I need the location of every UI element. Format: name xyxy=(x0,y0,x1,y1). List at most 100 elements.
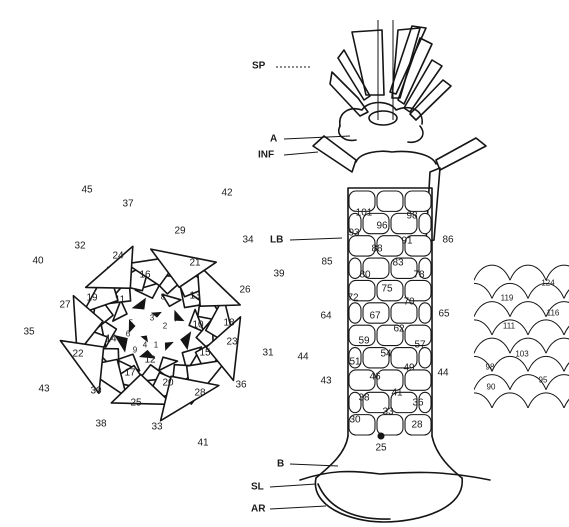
inset-scale-12 xyxy=(456,320,492,335)
spiral-label-9: 9 xyxy=(133,346,138,355)
spiral-label-27: 27 xyxy=(59,300,71,311)
spiral-label-11: 11 xyxy=(115,295,126,306)
spiral-label-44: 44 xyxy=(297,352,309,363)
stro-scale-17 xyxy=(349,303,361,323)
spiral-label-15: 15 xyxy=(199,348,211,359)
stro-scale-27 xyxy=(419,348,431,368)
inset-label-116: 116 xyxy=(547,309,560,318)
inset-label-98: 98 xyxy=(486,363,495,372)
inset-label-103: 103 xyxy=(515,350,529,359)
stro-label-51: 51 xyxy=(349,357,361,368)
label-lb: LB xyxy=(270,235,283,246)
spiral-label-16: 16 xyxy=(139,270,151,281)
annulus xyxy=(339,103,423,143)
spiral-label-1: 1 xyxy=(154,341,159,350)
spiral-label-14: 14 xyxy=(105,334,117,345)
spiral-label-36: 36 xyxy=(235,380,247,391)
stro-label-44: 44 xyxy=(437,368,449,379)
stro-label-38: 38 xyxy=(358,393,370,404)
spiral-label-6: 6 xyxy=(126,330,131,339)
spiral-label-26: 26 xyxy=(239,285,251,296)
inset-scale-21 xyxy=(492,356,528,371)
stro-scale-20 xyxy=(419,303,431,323)
spiral-label-17: 17 xyxy=(124,368,136,379)
stro-label-25: 25 xyxy=(375,443,387,454)
stro-label-80: 80 xyxy=(359,270,371,281)
inset-scale-0 xyxy=(438,265,474,280)
stro-label-43: 43 xyxy=(320,376,332,387)
stro-label-70: 70 xyxy=(403,297,415,308)
spiral-label-30: 30 xyxy=(90,386,102,397)
leader-a xyxy=(284,136,350,139)
stro-label-33: 33 xyxy=(382,407,394,418)
inset-scale-22 xyxy=(528,356,564,371)
spiral-label-35: 35 xyxy=(23,327,35,338)
spiral-label-19: 19 xyxy=(86,293,98,304)
inset-scale-4 xyxy=(456,283,492,298)
spiral-label-4: 4 xyxy=(143,341,148,350)
spiral-triangle-7 xyxy=(133,299,145,309)
inset-scale-31 xyxy=(564,393,569,408)
spiral-label-37: 37 xyxy=(122,199,134,210)
leader-lb xyxy=(290,238,342,240)
scale-detail-inset: 124 119 116 111 103 98 95 90 xyxy=(438,265,569,408)
stro-label-85: 85 xyxy=(321,257,333,268)
stro-label-62: 62 xyxy=(393,324,405,335)
spiral-label-3: 3 xyxy=(150,314,155,323)
label-sp: SP xyxy=(252,61,266,72)
stro-label-59: 59 xyxy=(358,336,370,347)
spiral-triangle-3 xyxy=(165,343,172,350)
spiral-label-31: 31 xyxy=(262,348,274,359)
spiral-label-43: 43 xyxy=(38,384,50,395)
inset-scale-10 xyxy=(510,302,546,317)
stro-label-67: 67 xyxy=(369,311,381,322)
leader-ar xyxy=(270,506,326,509)
stro-label-64: 64 xyxy=(320,311,332,322)
spiral-label-34: 34 xyxy=(242,235,254,246)
stro-label-41: 41 xyxy=(391,388,403,399)
spiral-label-39: 39 xyxy=(273,269,285,280)
spiral-label-18: 18 xyxy=(223,318,235,329)
spiral-label-21: 21 xyxy=(189,258,201,269)
label-inf: INF xyxy=(258,150,274,161)
stro-label-78: 78 xyxy=(413,270,425,281)
spiral-label-10: 10 xyxy=(192,320,204,331)
inset-scale-7 xyxy=(564,283,569,298)
stro-label-57: 57 xyxy=(414,340,426,351)
inset-scale-15 xyxy=(564,320,569,335)
stro-label-72: 72 xyxy=(347,293,359,304)
inset-scale-1 xyxy=(474,265,510,280)
spiral-label-25: 25 xyxy=(130,398,142,409)
stro-label-54: 54 xyxy=(380,349,392,360)
part-labels: SP A INF LB B SL AR xyxy=(251,61,350,515)
spiral-label-20: 20 xyxy=(162,378,174,389)
stro-label-75: 75 xyxy=(381,284,393,295)
spiral-label-5: 5 xyxy=(129,319,134,328)
leader-inf xyxy=(284,152,318,155)
stro-label-86: 86 xyxy=(442,235,454,246)
inset-scale-30 xyxy=(528,393,564,408)
spiral-label-2: 2 xyxy=(163,322,168,331)
stro-scale-6 xyxy=(419,213,431,233)
strobilus-drawing: 101 98 93 96 91 86 88 83 85 80 78 75 72 … xyxy=(300,20,490,522)
spiral-label-40: 40 xyxy=(32,256,44,267)
stro-label-49: 49 xyxy=(403,363,415,374)
leader-sl xyxy=(270,484,316,487)
label-ar: AR xyxy=(251,504,266,515)
inset-label-90: 90 xyxy=(487,383,496,392)
inset-scale-27 xyxy=(546,375,569,390)
inset-scale-23 xyxy=(564,356,569,371)
spiral-label-29: 29 xyxy=(174,226,186,237)
spiral-label-8: 8 xyxy=(161,293,166,302)
stro-label-91: 91 xyxy=(401,236,413,247)
label-a: A xyxy=(270,134,277,145)
stro-label-88: 88 xyxy=(371,244,383,255)
inset-scale-16 xyxy=(438,338,474,353)
inset-scale-14 xyxy=(528,320,564,335)
stro-label-93: 93 xyxy=(348,228,360,239)
stro-label-28: 28 xyxy=(411,420,423,431)
strobilus-base xyxy=(300,433,490,522)
stro-label-46: 46 xyxy=(369,372,381,383)
inset-label-111: 111 xyxy=(503,322,516,331)
